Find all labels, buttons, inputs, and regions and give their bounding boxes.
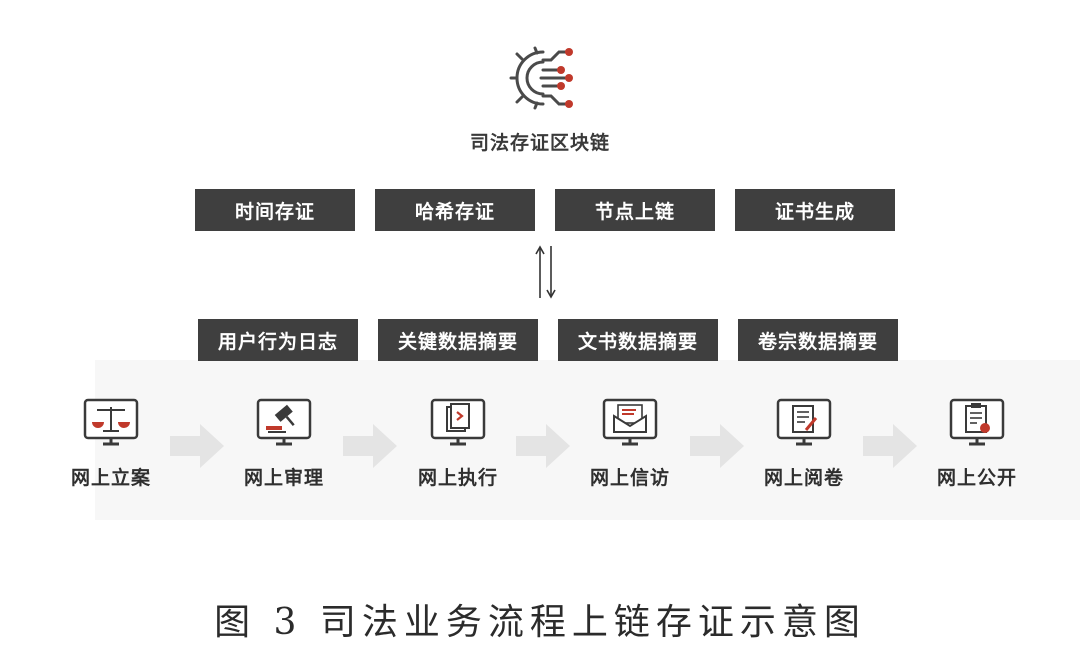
gear-circuit-icon	[509, 46, 573, 110]
stage-label-filing: 网上立案	[70, 467, 151, 489]
scales-monitor-icon	[83, 398, 139, 446]
system-title: 司法存证区块链	[469, 132, 610, 154]
stage-label-petition: 网上信访	[589, 467, 670, 489]
process-box-certificate: 证书生成	[735, 189, 895, 231]
stage-label-publication: 网上公开	[936, 467, 1017, 489]
data-box-key-digest: 关键数据摘要	[378, 319, 538, 361]
process-box-hash-evidence: 哈希存证	[375, 189, 535, 231]
process-background-panel	[95, 360, 1080, 520]
figure-caption: 图 3 司法业务流程上链存证示意图	[214, 602, 866, 643]
data-box-user-log: 用户行为日志	[198, 319, 358, 361]
stage-label-execution: 网上执行	[417, 467, 498, 489]
flow-arrow-icon	[170, 424, 224, 468]
process-box-node-on-chain: 节点上链	[555, 189, 715, 231]
flow-arrow-icon	[516, 424, 570, 468]
stage-label-trial: 网上审理	[243, 467, 324, 489]
mail-monitor-icon	[602, 398, 658, 446]
stage-label-file-review: 网上阅卷	[763, 467, 844, 489]
flow-arrow-icon	[343, 424, 397, 468]
process-box-time-evidence: 时间存证	[195, 189, 355, 231]
up-down-arrows-icon	[535, 245, 556, 299]
data-box-file-digest: 卷宗数据摘要	[738, 319, 898, 361]
data-box-document-digest: 文书数据摘要	[558, 319, 718, 361]
flow-arrow-icon	[690, 424, 744, 468]
gavel-monitor-icon	[256, 398, 312, 446]
clipboard-monitor-icon	[949, 398, 1005, 446]
flow-arrow-icon	[863, 424, 917, 468]
execute-monitor-icon	[430, 398, 486, 446]
document-monitor-icon	[776, 398, 832, 446]
